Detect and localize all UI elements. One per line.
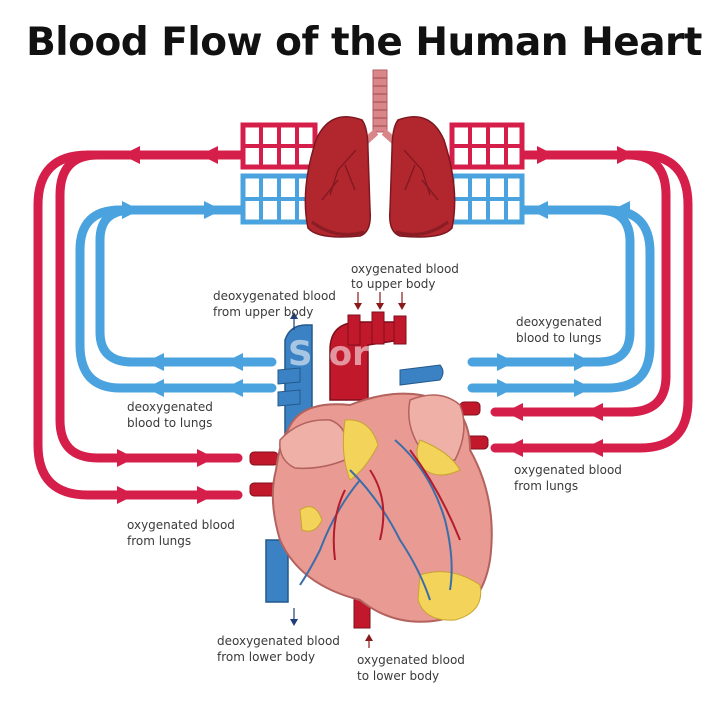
red-loop-left-outer bbox=[33, 150, 250, 500]
labels: deoxygenated blood from upper body oxyge… bbox=[127, 262, 626, 683]
arrow-blue bbox=[497, 379, 515, 397]
arrow-blue bbox=[574, 353, 592, 371]
arrow-red bbox=[117, 486, 135, 504]
blue-loop-left-inner bbox=[95, 205, 277, 367]
arrow-red bbox=[197, 486, 215, 504]
label-deoxy-lower: deoxygenated blood from lower body bbox=[217, 634, 344, 664]
label-oxy-upper: oxygenated blood to upper body bbox=[351, 262, 463, 291]
arrow-red bbox=[505, 403, 523, 421]
arrow-red bbox=[122, 146, 140, 164]
inferior-vena-cava bbox=[265, 539, 289, 603]
label-deoxy-lungs-left: deoxygenated blood to lungs bbox=[127, 400, 217, 430]
arrow-red bbox=[617, 146, 635, 164]
arrow-red bbox=[585, 439, 603, 457]
blue-loop-left-outer bbox=[75, 205, 277, 393]
capillary-grid-right bbox=[449, 122, 525, 225]
label-oxy-lungs-left: oxygenated blood from lungs bbox=[127, 518, 239, 548]
arrow-blue bbox=[612, 201, 630, 219]
pointer-arrows bbox=[290, 292, 406, 648]
red-loop-right-outer bbox=[490, 150, 693, 453]
arrow-blue bbox=[122, 201, 140, 219]
arrow-red bbox=[200, 146, 218, 164]
label-oxy-lungs-right: oxygenated blood from lungs bbox=[514, 463, 626, 493]
arrow-blue bbox=[204, 201, 222, 219]
arrow-red bbox=[585, 403, 603, 421]
arrow-blue bbox=[497, 353, 515, 371]
blue-loop-right-inner bbox=[467, 205, 635, 367]
lung-right bbox=[388, 116, 456, 238]
arrow-red bbox=[505, 439, 523, 457]
arrow-blue bbox=[530, 201, 548, 219]
flow-arrows bbox=[117, 146, 635, 504]
page-title: Blood Flow of the Human Heart bbox=[26, 20, 702, 65]
lungs-illustration bbox=[304, 69, 456, 238]
watermark: Story bbox=[288, 334, 391, 374]
arrow-red bbox=[537, 146, 555, 164]
red-loop-right-inner bbox=[490, 150, 671, 417]
arrow-blue bbox=[225, 353, 243, 371]
label-oxy-lower: oxygenated blood to lower body bbox=[357, 653, 469, 683]
label-deoxy-upper: deoxygenated blood from upper body bbox=[213, 289, 340, 319]
arrow-blue bbox=[574, 379, 592, 397]
arrow-blue bbox=[146, 379, 164, 397]
arrow-blue bbox=[225, 379, 243, 397]
lung-left bbox=[304, 116, 372, 238]
label-deoxy-lungs-right: deoxygenated blood to lungs bbox=[516, 315, 606, 345]
red-loop-left-inner bbox=[55, 150, 250, 463]
arrow-red bbox=[117, 449, 135, 467]
arrow-red bbox=[197, 449, 215, 467]
arrow-blue bbox=[146, 353, 164, 371]
heart-illustration bbox=[249, 311, 493, 629]
capillary-grid-left bbox=[240, 122, 318, 225]
